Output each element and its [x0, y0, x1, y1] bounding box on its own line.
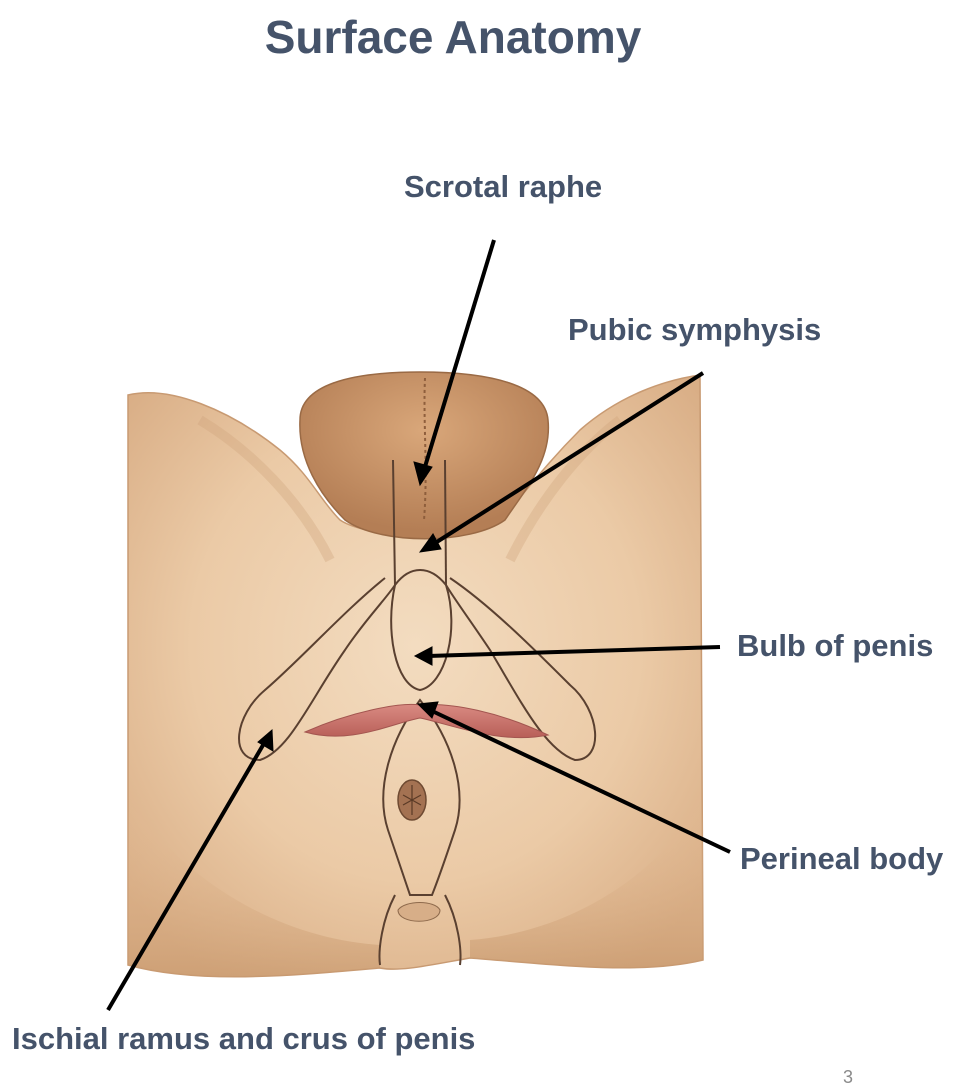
scrotum [299, 371, 550, 540]
anus [397, 779, 441, 922]
transverse-perineal-muscle [303, 704, 550, 739]
label-ischial-ramus: Ischial ramus and crus of penis [12, 1021, 476, 1056]
page-number: 3 [843, 1067, 854, 1087]
perineum-body [127, 374, 704, 978]
annotation-arrows [106, 239, 731, 1012]
arrow-pubic-symphysis [418, 371, 705, 553]
label-scrotal-raphe: Scrotal raphe [404, 169, 603, 204]
arrow-scrotal-raphe [413, 239, 496, 487]
arrow-ischial-ramus [106, 728, 274, 1012]
label-bulb-of-penis: Bulb of penis [737, 628, 934, 663]
label-pubic-symphysis: Pubic symphysis [568, 312, 822, 347]
label-perineal-body: Perineal body [740, 841, 944, 876]
penile-outline [238, 459, 597, 966]
arrow-bulb-of-penis [413, 645, 721, 666]
arrow-perineal-body [416, 701, 731, 854]
page-title: Surface Anatomy [264, 11, 642, 63]
